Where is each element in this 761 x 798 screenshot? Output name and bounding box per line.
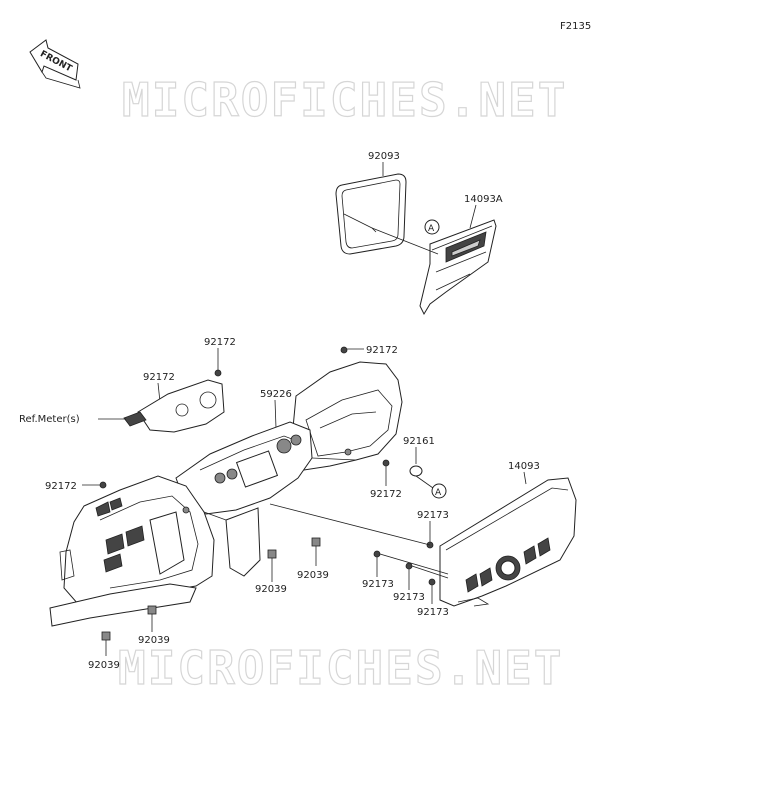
callout-92039-b: 92039 [297,570,329,581]
callout-92161: 92161 [403,436,435,447]
callout-92039-c: 92039 [138,635,170,646]
callout-92172-e: 92172 [45,481,77,492]
callout-92093: 92093 [368,151,400,162]
figure-code: F2135 [560,21,591,32]
callout-A-top: A [428,224,435,234]
ref-circle-A-top [424,219,440,235]
front-arrow-icon: FRONT [29,39,81,89]
callout-14093A: 14093A [464,194,503,205]
meter-bracket [123,379,225,433]
callout-92173-a: 92173 [417,510,449,521]
callout-92172-d: 92172 [370,489,402,500]
callout-92173-b: 92173 [362,579,394,590]
panel-14093A [419,219,497,316]
panel-14093 [439,477,577,607]
callout-92172-a: 92172 [204,337,236,348]
ref-circle-A-bottom [431,483,447,499]
callout-92039-a: 92039 [255,584,287,595]
gasket-92093 [335,173,407,255]
callout-92172-b: 92172 [143,372,175,383]
callout-ref-meter: Ref.Meter(s) [19,414,80,425]
callout-92039-d: 92039 [88,660,120,671]
grommet-92161 [409,465,423,477]
callout-92172-c: 92172 [366,345,398,356]
callout-59226: 59226 [260,389,292,400]
callout-92173-d: 92173 [417,607,449,618]
watermark-bottom: MICROFICHES.NET [118,641,563,695]
fastener-92039-right [311,537,321,566]
fastener-92039-lower [147,605,157,632]
fastener-92039-bottom [101,631,111,656]
dashboard-panel [49,361,403,627]
fastener-92039-center [267,549,277,582]
callout-92173-c: 92173 [393,592,425,603]
watermark-top: MICROFICHES.NET [122,73,567,127]
callout-A-bottom: A [435,488,442,498]
callout-14093: 14093 [508,461,540,472]
